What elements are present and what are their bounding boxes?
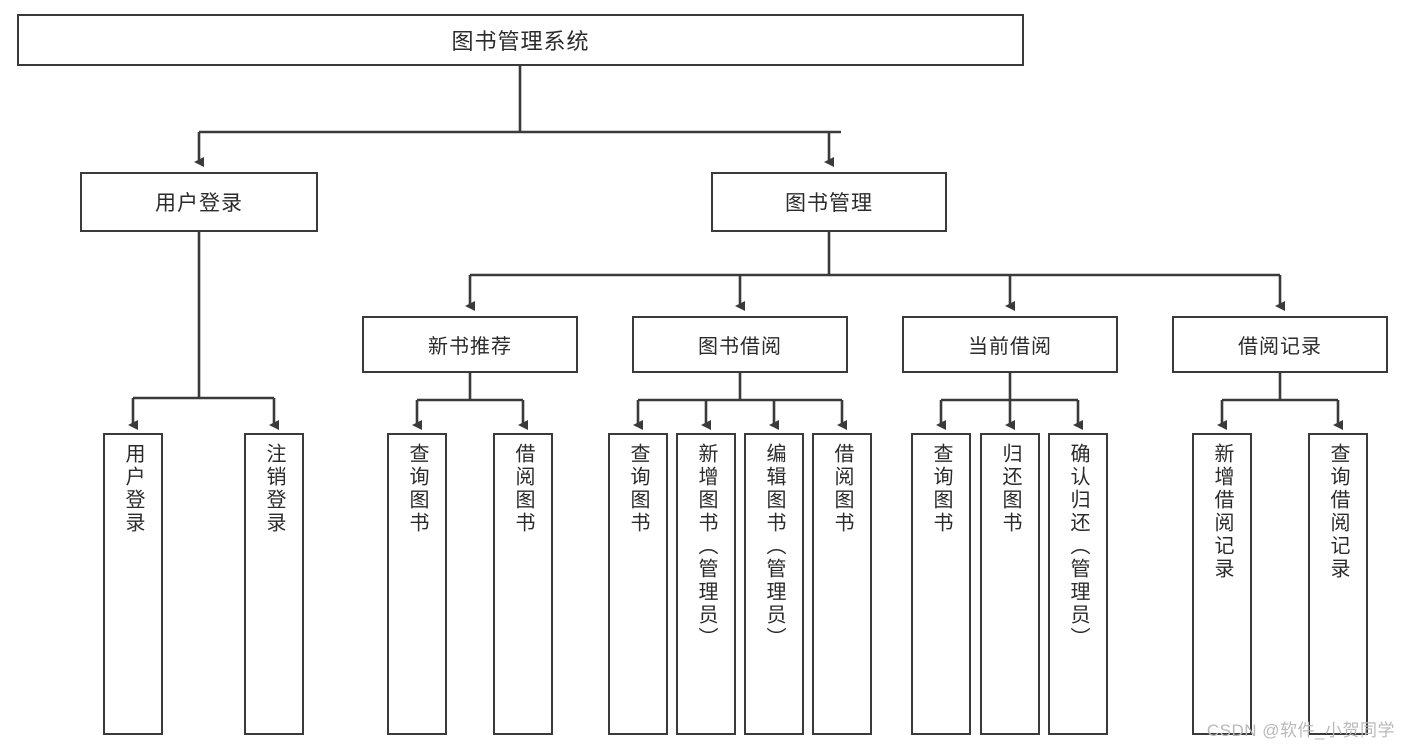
- leaf-bookborrow-query-book[interactable]: 查询图书: [608, 433, 668, 735]
- leaf-borrowrecords-query-record[interactable]: 查询借阅记录: [1308, 433, 1368, 735]
- leaf-borrowrecords-query-record-label: 查询借阅记录: [1327, 443, 1349, 581]
- leaf-bookborrow-borrow-book[interactable]: 借阅图书: [812, 433, 872, 735]
- leaf-currentborrow-return-book[interactable]: 归还图书: [980, 433, 1040, 735]
- leaf-currentborrow-query-book-label: 查询图书: [930, 443, 952, 535]
- leaf-currentborrow-query-book[interactable]: 查询图书: [911, 433, 971, 735]
- leaf-logout[interactable]: 注销登录: [244, 433, 304, 735]
- leaf-logout-label: 注销登录: [263, 443, 285, 535]
- leaf-newbook-borrow-book[interactable]: 借阅图书: [493, 433, 553, 735]
- node-book-borrow[interactable]: 图书借阅: [632, 316, 848, 373]
- node-new-book-recommend-label: 新书推荐: [428, 336, 512, 358]
- leaf-user-login-label: 用户登录: [122, 443, 144, 535]
- leaf-bookborrow-add-book-label: 新增图书（管理员）: [695, 443, 717, 650]
- watermark: CSDN @软件_小贺同学: [1206, 721, 1395, 740]
- leaf-newbook-borrow-book-label: 借阅图书: [512, 443, 534, 535]
- node-book-borrow-label: 图书借阅: [698, 336, 782, 358]
- leaf-user-login[interactable]: 用户登录: [103, 433, 163, 735]
- leaf-bookborrow-edit-book[interactable]: 编辑图书（管理员）: [744, 433, 804, 735]
- node-book-manage-label: 图书管理: [785, 192, 873, 215]
- node-user-login-label: 用户登录: [155, 192, 243, 215]
- node-borrow-records-label: 借阅记录: [1238, 336, 1322, 358]
- node-new-book-recommend[interactable]: 新书推荐: [362, 316, 578, 373]
- leaf-currentborrow-return-book-label: 归还图书: [999, 443, 1021, 535]
- leaf-borrowrecords-add-record-label: 新增借阅记录: [1211, 443, 1233, 581]
- node-current-borrow[interactable]: 当前借阅: [902, 316, 1118, 373]
- node-root[interactable]: 图书管理系统: [17, 14, 1024, 66]
- leaf-bookborrow-borrow-book-label: 借阅图书: [831, 443, 853, 535]
- leaf-bookborrow-add-book[interactable]: 新增图书（管理员）: [676, 433, 736, 735]
- leaf-bookborrow-query-book-label: 查询图书: [627, 443, 649, 535]
- leaf-bookborrow-edit-book-label: 编辑图书（管理员）: [763, 443, 785, 650]
- node-current-borrow-label: 当前借阅: [968, 336, 1052, 358]
- leaf-newbook-query-book[interactable]: 查询图书: [387, 433, 447, 735]
- leaf-currentborrow-confirm-return[interactable]: 确认归还（管理员）: [1048, 433, 1108, 735]
- node-root-label: 图书管理系统: [451, 29, 590, 54]
- node-book-manage[interactable]: 图书管理: [711, 172, 947, 232]
- node-user-login[interactable]: 用户登录: [80, 172, 318, 232]
- node-borrow-records[interactable]: 借阅记录: [1172, 316, 1388, 373]
- leaf-currentborrow-confirm-return-label: 确认归还（管理员）: [1067, 443, 1089, 650]
- leaf-newbook-query-book-label: 查询图书: [406, 443, 428, 535]
- leaf-borrowrecords-add-record[interactable]: 新增借阅记录: [1192, 433, 1252, 735]
